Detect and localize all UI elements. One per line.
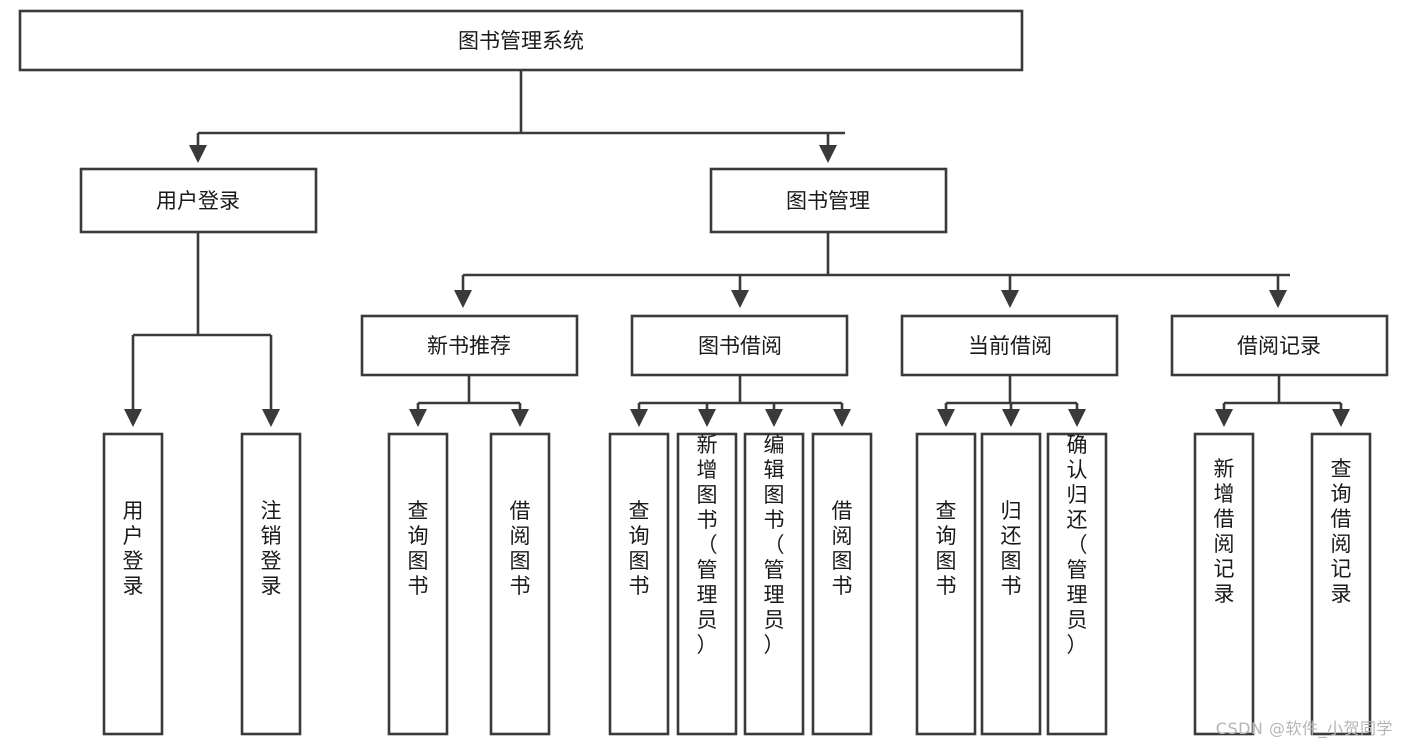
leaf-return-book-label: 归还图书 xyxy=(1001,499,1022,598)
leaf-logout-login-label: 注销登录 xyxy=(261,499,282,598)
connector-borrow-record-to-leaves xyxy=(1214,375,1351,428)
node-book-management[interactable]: 图书管理 xyxy=(709,167,948,234)
node-borrow-record-label: 借阅记录 xyxy=(1237,334,1321,358)
leaf-query-book-2[interactable]: 查询图书 xyxy=(608,432,670,736)
node-new-book-recommend-label: 新书推荐 xyxy=(427,334,511,358)
leaf-query-book-1-label: 查询图书 xyxy=(408,499,429,598)
leaf-edit-book[interactable]: 编辑图书（管理员） xyxy=(743,432,805,736)
node-current-borrow[interactable]: 当前借阅 xyxy=(900,314,1119,377)
leaf-user-login-label: 用户登录 xyxy=(123,499,144,598)
leaf-query-book-2-label: 查询图书 xyxy=(629,499,650,598)
leaf-confirm-return-label: 确认归还（管理员） xyxy=(1067,433,1088,657)
leaf-query-book-3[interactable]: 查询图书 xyxy=(915,432,977,736)
leaf-return-book[interactable]: 归还图书 xyxy=(980,432,1042,736)
node-root[interactable]: 图书管理系统 xyxy=(18,9,1024,72)
leaf-logout-login[interactable]: 注销登录 xyxy=(240,432,302,736)
node-book-borrow[interactable]: 图书借阅 xyxy=(630,314,849,377)
node-borrow-record[interactable]: 借阅记录 xyxy=(1170,314,1389,377)
leaf-borrow-book-1-label: 借阅图书 xyxy=(510,499,531,598)
leaf-query-book-1[interactable]: 查询图书 xyxy=(387,432,449,736)
connector-book-borrow-to-leaves xyxy=(629,375,852,428)
connector-root-to-level2 xyxy=(188,70,845,164)
leaf-add-record[interactable]: 新增借阅记录 xyxy=(1193,432,1255,736)
leaf-query-record[interactable]: 查询借阅记录 xyxy=(1310,432,1372,736)
leaf-borrow-book-2-label: 借阅图书 xyxy=(832,499,853,598)
leaf-add-book-label: 新增图书（管理员） xyxy=(697,433,718,657)
leaf-edit-book-label: 编辑图书（管理员） xyxy=(764,433,785,657)
connector-book-management-to-level3 xyxy=(453,232,1290,309)
leaf-borrow-book-1[interactable]: 借阅图书 xyxy=(489,432,551,736)
leaf-confirm-return[interactable]: 确认归还（管理员） xyxy=(1046,432,1108,736)
leaf-user-login[interactable]: 用户登录 xyxy=(102,432,164,736)
leaf-add-book[interactable]: 新增图书（管理员） xyxy=(676,432,738,736)
connector-user-login-to-leaves xyxy=(123,232,281,428)
leaf-query-book-3-label: 查询图书 xyxy=(936,499,957,598)
node-root-label: 图书管理系统 xyxy=(458,29,584,53)
leaf-query-record-label: 查询借阅记录 xyxy=(1331,457,1352,606)
node-book-borrow-label: 图书借阅 xyxy=(698,334,782,358)
node-current-borrow-label: 当前借阅 xyxy=(968,334,1052,358)
leaf-borrow-book-2[interactable]: 借阅图书 xyxy=(811,432,873,736)
node-new-book-recommend[interactable]: 新书推荐 xyxy=(360,314,579,377)
node-user-login-label: 用户登录 xyxy=(156,189,240,213)
connector-new-book-to-leaves xyxy=(408,375,530,428)
node-book-management-label: 图书管理 xyxy=(786,189,870,213)
connector-current-borrow-to-leaves xyxy=(936,375,1087,428)
node-user-login[interactable]: 用户登录 xyxy=(79,167,318,234)
leaf-add-record-label: 新增借阅记录 xyxy=(1214,457,1235,606)
watermark-text: CSDN @软件_小贺同学 xyxy=(1215,719,1393,738)
